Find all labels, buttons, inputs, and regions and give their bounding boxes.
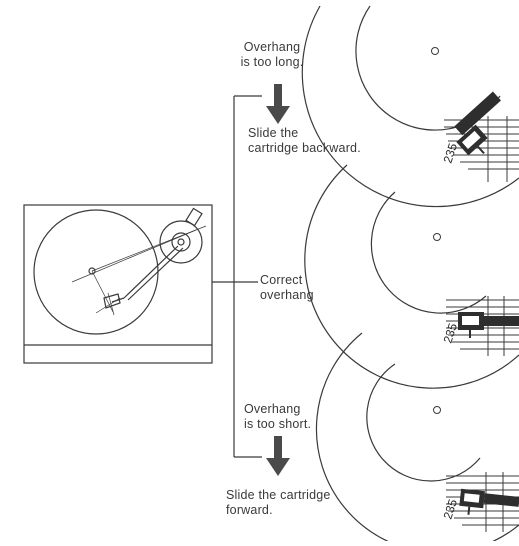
- cartridge-1: [454, 91, 501, 156]
- tonearm-pivot: [177, 238, 185, 246]
- arrow-forward: [266, 436, 290, 476]
- turntable-overview: [23, 204, 213, 364]
- label-overhang-too-long-line1: Overhang: [243, 40, 301, 54]
- tonearm-tube-c: [111, 297, 125, 303]
- headshell: [103, 293, 121, 309]
- record-too-short-edge: [315, 332, 519, 546]
- record-too-long-edge: [301, 5, 519, 208]
- label-correct-overhang-line2: overhang: [260, 288, 314, 302]
- record-too-long-spindle-hole: [431, 47, 439, 55]
- cartridge-3: [459, 488, 519, 515]
- gauge-number-3: 235: [441, 497, 461, 521]
- label-slide-backward: Slide the cartridge backward.: [248, 126, 361, 156]
- label-slide-forward: Slide the cartridge forward.: [226, 488, 331, 518]
- label-slide-forward-line2: forward.: [226, 503, 273, 517]
- tonearm-base-inner: [171, 232, 191, 252]
- label-overhang-too-long-line2: is too long.: [240, 55, 304, 69]
- label-slide-forward-line1: Slide the cartridge: [226, 488, 331, 502]
- record-too-short-label-area: [366, 363, 481, 482]
- label-correct-overhang-line1: Correct: [260, 273, 303, 287]
- spindle: [88, 267, 96, 275]
- cartridge-2: [458, 312, 519, 338]
- tonearm-tube-a: [123, 245, 179, 299]
- gauge-number-1: 235: [441, 141, 461, 165]
- label-slide-backward-line1: Slide the: [248, 126, 299, 140]
- record-too-long: 235: [301, 5, 519, 208]
- bracket: [212, 95, 262, 458]
- counterweight: [185, 207, 203, 227]
- record-correct: 235: [304, 164, 519, 389]
- label-overhang-too-long: Overhang is too long.: [212, 40, 332, 70]
- turntable-plinth: [23, 204, 213, 364]
- label-slide-backward-line2: cartridge backward.: [248, 141, 361, 155]
- geometry-lines: [71, 225, 207, 316]
- record-correct-label-area: [370, 191, 487, 314]
- label-overhang-too-short-line2: is too short.: [244, 417, 312, 431]
- label-correct-overhang: Correct overhang: [260, 273, 314, 303]
- record-too-short-spindle-hole: [433, 406, 441, 414]
- record-correct-spindle-hole: [433, 233, 441, 241]
- record-too-short: 235: [315, 332, 519, 546]
- tonearm-tube-b: [127, 247, 184, 301]
- record-correct-edge: [304, 164, 519, 389]
- arrow-backward: [266, 84, 290, 124]
- tonearm-base-outer: [159, 220, 203, 264]
- label-overhang-too-short-line1: Overhang: [244, 402, 301, 416]
- label-overhang-too-short: Overhang is too short.: [244, 402, 311, 432]
- gauge-number-2: 235: [441, 321, 461, 345]
